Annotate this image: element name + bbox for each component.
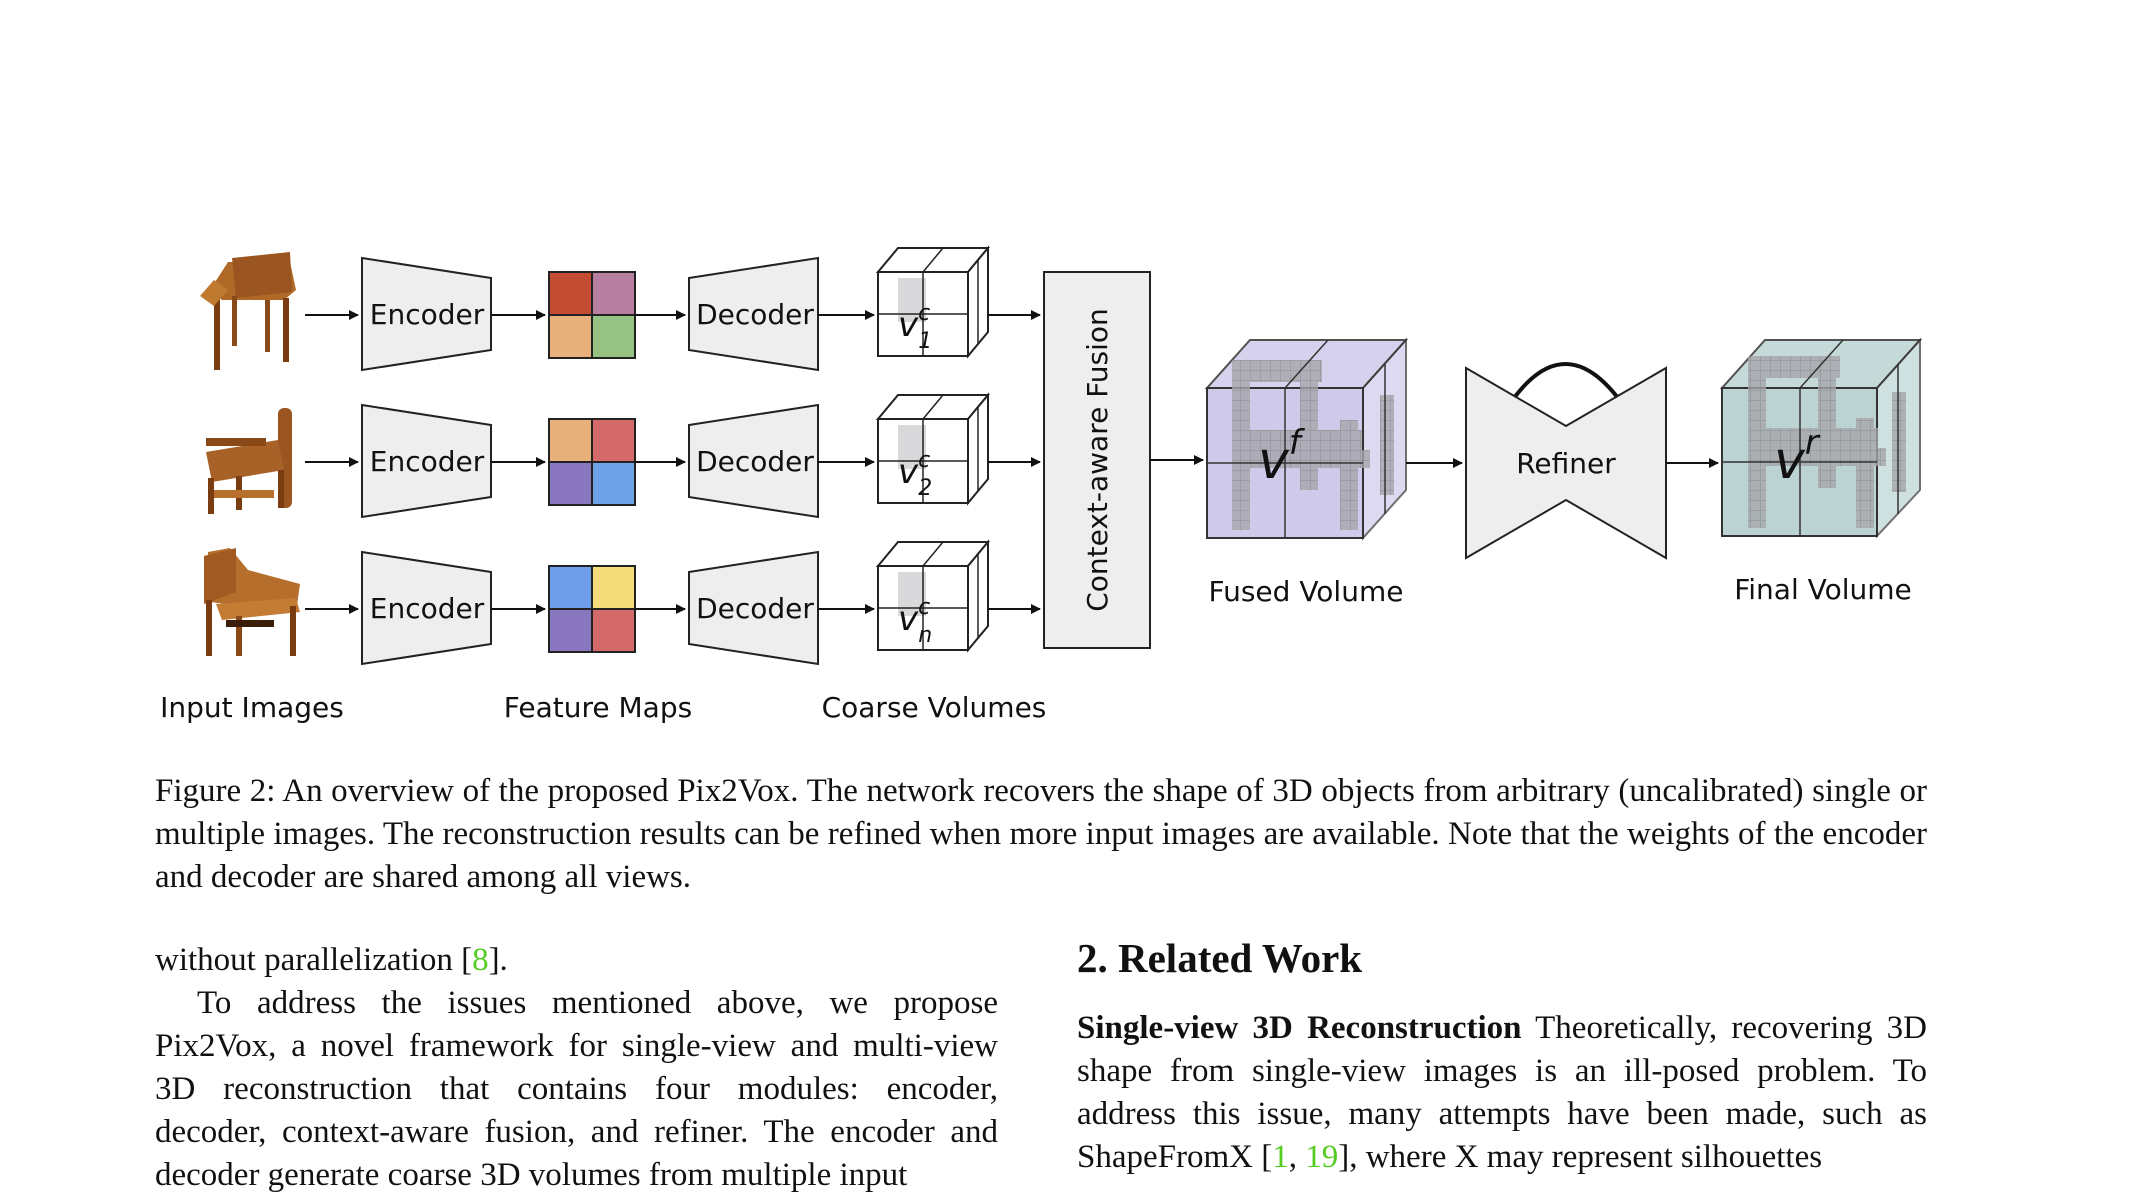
encoder-block-3: Encoder [361, 550, 492, 666]
fused-volume: vf [1204, 337, 1409, 541]
feature-map-cell [548, 271, 593, 316]
decoder-label: Decoder [696, 592, 814, 625]
decoder-label: Decoder [696, 445, 814, 478]
feature-map-2 [548, 418, 636, 506]
feature-map-3 [548, 565, 636, 653]
decoder-block-2: Decoder [688, 403, 819, 519]
fused-volume-caption: Fused Volume [1209, 575, 1404, 608]
figure-caption: Figure 2: An overview of the proposed Pi… [155, 773, 1927, 895]
input-image-1 [200, 252, 296, 370]
feature-map-cell [591, 314, 636, 359]
final-volume-symbol: vr [1774, 423, 1821, 491]
paragraph-text: ], where X may represent silhouettes [1338, 1139, 1823, 1175]
encoder-block-1: Encoder [361, 256, 492, 372]
refiner-label: Refiner [1516, 447, 1616, 480]
paragraph-text: without parallelization [ [155, 942, 473, 978]
coarse-volumes-caption: Coarse Volumes [822, 691, 1047, 724]
left-paragraph-1: without parallelization [8]. [155, 939, 998, 982]
feature-map-cell [591, 271, 636, 316]
encoder-label: Encoder [370, 298, 485, 331]
feature-map-cell [548, 418, 593, 463]
encoder-label: Encoder [370, 592, 485, 625]
feature-map-cell [548, 314, 593, 359]
paragraph-heading: Single-view 3D Reconstruction [1077, 1010, 1522, 1046]
paragraph-text: Theoretically, recovering 3D shape from … [1077, 1010, 1927, 1175]
feature-map-cell [591, 608, 636, 653]
left-column: without parallelization [8]. To address … [155, 939, 998, 1197]
encoder-label: Encoder [370, 445, 485, 478]
feature-map-cell [548, 608, 593, 653]
feature-maps-caption: Feature Maps [504, 691, 692, 724]
input-image-3 [204, 548, 300, 656]
refiner-block: Refiner [1465, 362, 1667, 560]
context-aware-fusion-block: Context-aware Fusion [1043, 271, 1151, 649]
final-volume: vr [1719, 337, 1923, 539]
decoder-label: Decoder [696, 298, 814, 331]
citation-separator: , [1288, 1139, 1306, 1175]
paragraph-text: ]. [488, 942, 508, 978]
feature-map-cell [591, 565, 636, 610]
citation-link[interactable]: 8 [472, 942, 489, 978]
input-image-2 [206, 408, 292, 514]
decoder-block-3: Decoder [688, 550, 819, 666]
right-column: 2. Related Work Single-view 3D Reconstru… [1077, 933, 1927, 1179]
fusion-label: Context-aware Fusion [1081, 308, 1114, 612]
decoder-block-1: Decoder [688, 256, 819, 372]
right-paragraph-1: Single-view 3D Reconstruction Theoretica… [1077, 1007, 1927, 1179]
citation-link[interactable]: 19 [1305, 1139, 1339, 1175]
citation-link[interactable]: 1 [1272, 1139, 1289, 1175]
final-volume-caption: Final Volume [1734, 573, 1912, 606]
final-voxel-chair [1748, 356, 1906, 528]
encoder-block-2: Encoder [361, 403, 492, 519]
feature-map-cell [548, 461, 593, 506]
input-images-caption: Input Images [160, 691, 344, 724]
feature-map-cell [548, 565, 593, 610]
section-title: 2. Related Work [1077, 935, 1363, 981]
feature-map-cell [591, 418, 636, 463]
left-paragraph-2: To address the issues mentioned above, w… [155, 985, 998, 1193]
feature-map-cell [591, 461, 636, 506]
feature-map-1 [548, 271, 636, 359]
